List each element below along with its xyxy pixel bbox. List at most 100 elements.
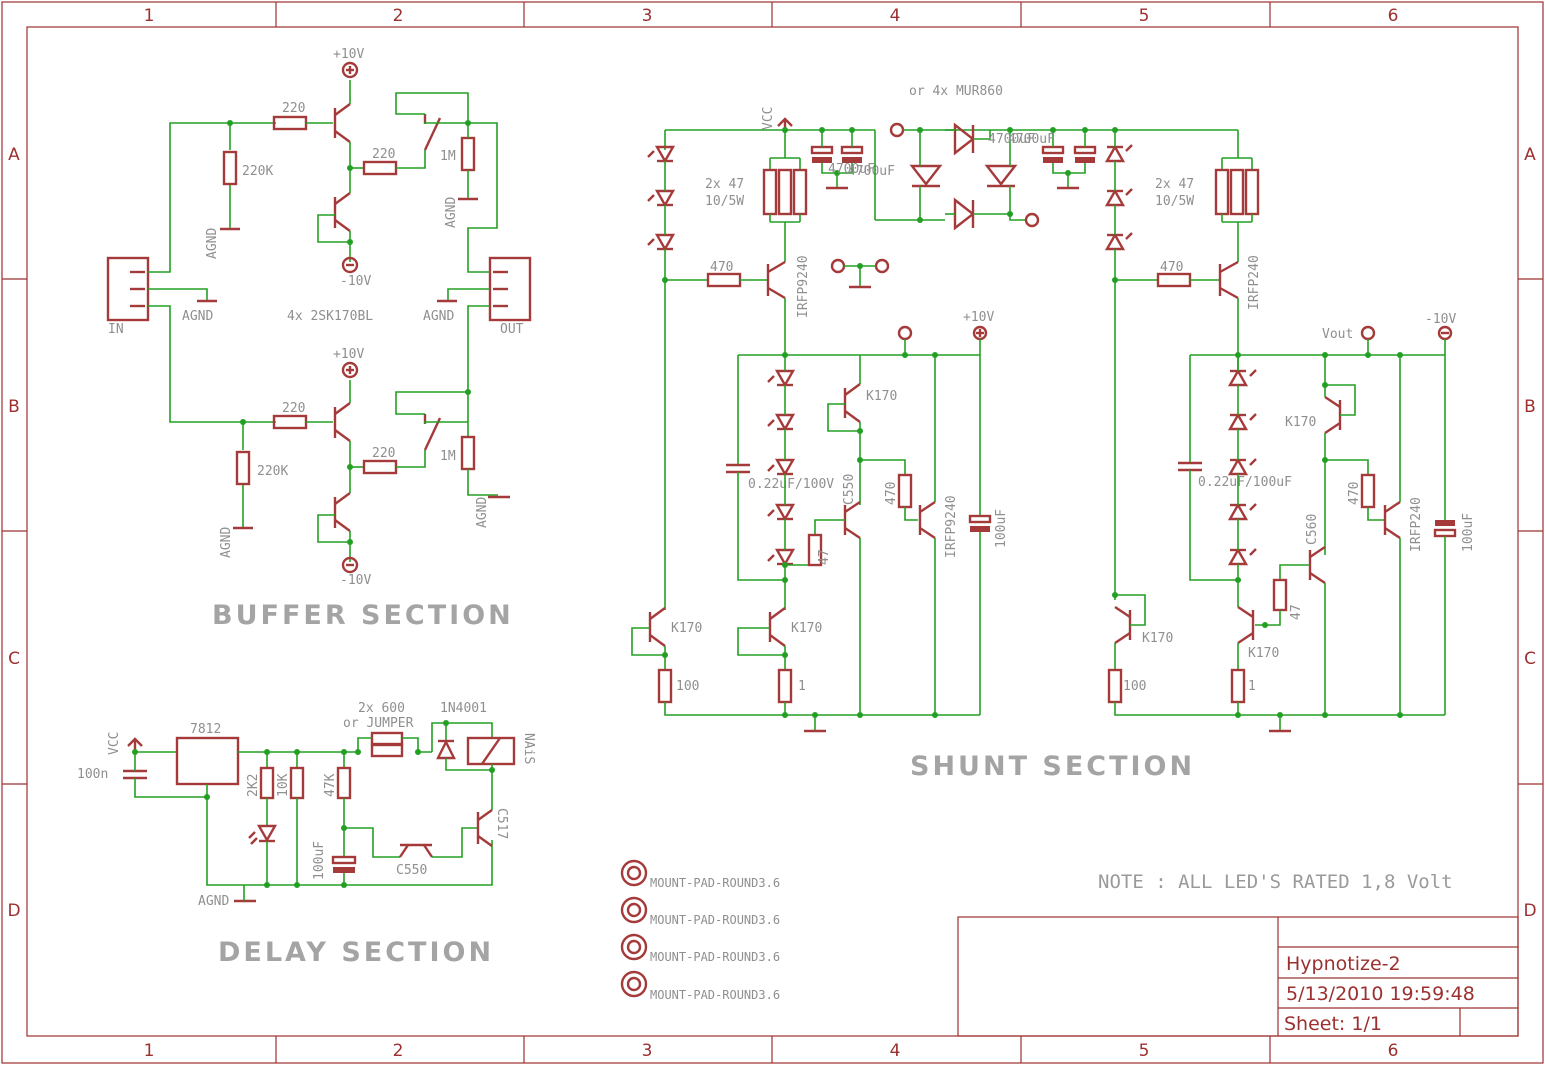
mount-pad-icon [620,896,648,924]
resistor-icon [1360,473,1376,509]
led-icon [647,233,676,252]
resistor-label: 2x 47 [1155,177,1194,192]
mount-pad-icon [620,933,648,961]
transistor-label: C550 [396,863,427,878]
diode-icon [436,739,456,760]
mount-pad-label: MOUNT-PAD-ROUND3.6 [650,950,780,964]
led-note: NOTE : ALL LED'S RATED 1,8 Volt [1098,871,1453,893]
capacitor-label: 100uF [994,509,1009,548]
resistor-icon [777,168,793,216]
supply-label: -10V [1425,312,1456,327]
mosfet-label: IRFP240 [1247,255,1262,310]
agnd-label: AGND [205,228,220,259]
transistor-icon [1308,546,1326,584]
supply-plus-icon [972,325,988,341]
resistor-label: 220K [242,164,273,179]
supply-label: -10V [340,573,371,588]
resistor-label: 470 [1347,482,1362,505]
jfet-label: K170 [671,621,702,636]
resistor-label: 220K [257,464,288,479]
resistor-icon [362,459,398,475]
column-label: 5 [1139,1041,1150,1061]
resistor-label: 470 [1160,260,1183,275]
resistor-label: 47K [323,773,338,797]
row-label: A [8,145,20,165]
vcc-label: VCC [761,107,776,130]
agnd-label: AGND [444,197,459,228]
supply-minus-icon [341,556,359,574]
resistor-icon [1107,668,1123,704]
mosfet-icon [918,501,936,539]
electrolytic-capacitor-icon [331,855,357,873]
jfet-icon [333,402,351,442]
mosfet-icon [766,260,786,300]
resistor-icon [1244,168,1260,216]
diode-icon [909,164,943,188]
jfet-icon [333,103,351,143]
capacitor-label: 4700uF [848,164,895,179]
resistor-icon [235,450,251,486]
buffer-section: IN OUT AGND AGND AGND 220 220 [106,47,532,588]
led-icon [767,369,796,388]
resistor-icon [370,743,404,758]
resistor-label: 1 [1248,679,1256,694]
led-icon [647,145,676,164]
capacitor-label: 0.22uF/100uF [1198,475,1292,490]
jfet-label: K170 [1285,415,1316,430]
electrolytic-capacitor-icon [1073,145,1097,163]
mosfet-icon [1383,501,1401,539]
resistor-label: 220 [372,147,395,162]
jfet-label: K170 [791,621,822,636]
resistor-icon [222,150,238,186]
mount-pad-label: MOUNT-PAD-ROUND3.6 [650,913,780,927]
led-icon [1227,457,1257,476]
resistor-label: 220 [282,401,305,416]
resistor-icon [272,414,308,430]
relay-label: NAiS [521,733,536,764]
resistor-label: 1 [798,679,806,694]
row-label: B [1524,397,1536,417]
row-label: C [8,649,20,669]
mount-pad-label: MOUNT-PAD-ROUND3.6 [650,988,780,1002]
column-label: 3 [642,6,653,26]
column-label: 2 [393,6,404,26]
led-icon [1227,368,1257,387]
diode-icon [984,164,1018,188]
transistor-label: C560 [1305,514,1320,545]
resistor-icon [1272,578,1288,612]
agnd-label: AGND [182,309,213,324]
title-block-name: Hypnotize-2 [1286,953,1401,975]
resistor-label: 100 [1123,679,1146,694]
led-icon [767,458,796,477]
led-icon [767,503,796,522]
led-icon [767,548,796,567]
column-label: 3 [642,1041,653,1061]
title-block-sheet: Sheet: 1/1 [1284,1013,1382,1035]
resistor-wattage-label: 10/5W [705,194,744,209]
shunt-section: VCC 470 2x 47 10/5W [631,84,1476,733]
resistor-label: 2K2 [246,774,261,797]
led-icon [1227,502,1257,521]
resistor-icon [362,160,398,176]
resistor-icon [657,668,673,704]
jfet-icon [843,383,861,423]
column-label: 6 [1388,1041,1399,1061]
transistor-icon [476,809,493,847]
resistor-icon [336,766,352,800]
led-icon [1227,547,1257,566]
jfet-icon [648,607,666,647]
resistor-icon [777,668,793,704]
column-label: 5 [1139,6,1150,26]
shunt-section-title: SHUNT SECTION [910,751,1195,782]
resistor-icon [460,435,476,471]
capacitor-icon [123,769,147,780]
relay-switch-icon [423,414,442,451]
resistor-label: 1M [440,449,456,464]
resistor-icon [807,533,823,567]
jfet-icon [333,492,351,532]
frame-column-labels-bottom: 1 2 3 4 5 6 [144,1041,1399,1061]
resistor-label: 470 [884,482,899,505]
resistor-label: 470 [710,260,733,275]
jfet-icon [1324,396,1342,434]
supply-label: +10V [963,310,994,325]
